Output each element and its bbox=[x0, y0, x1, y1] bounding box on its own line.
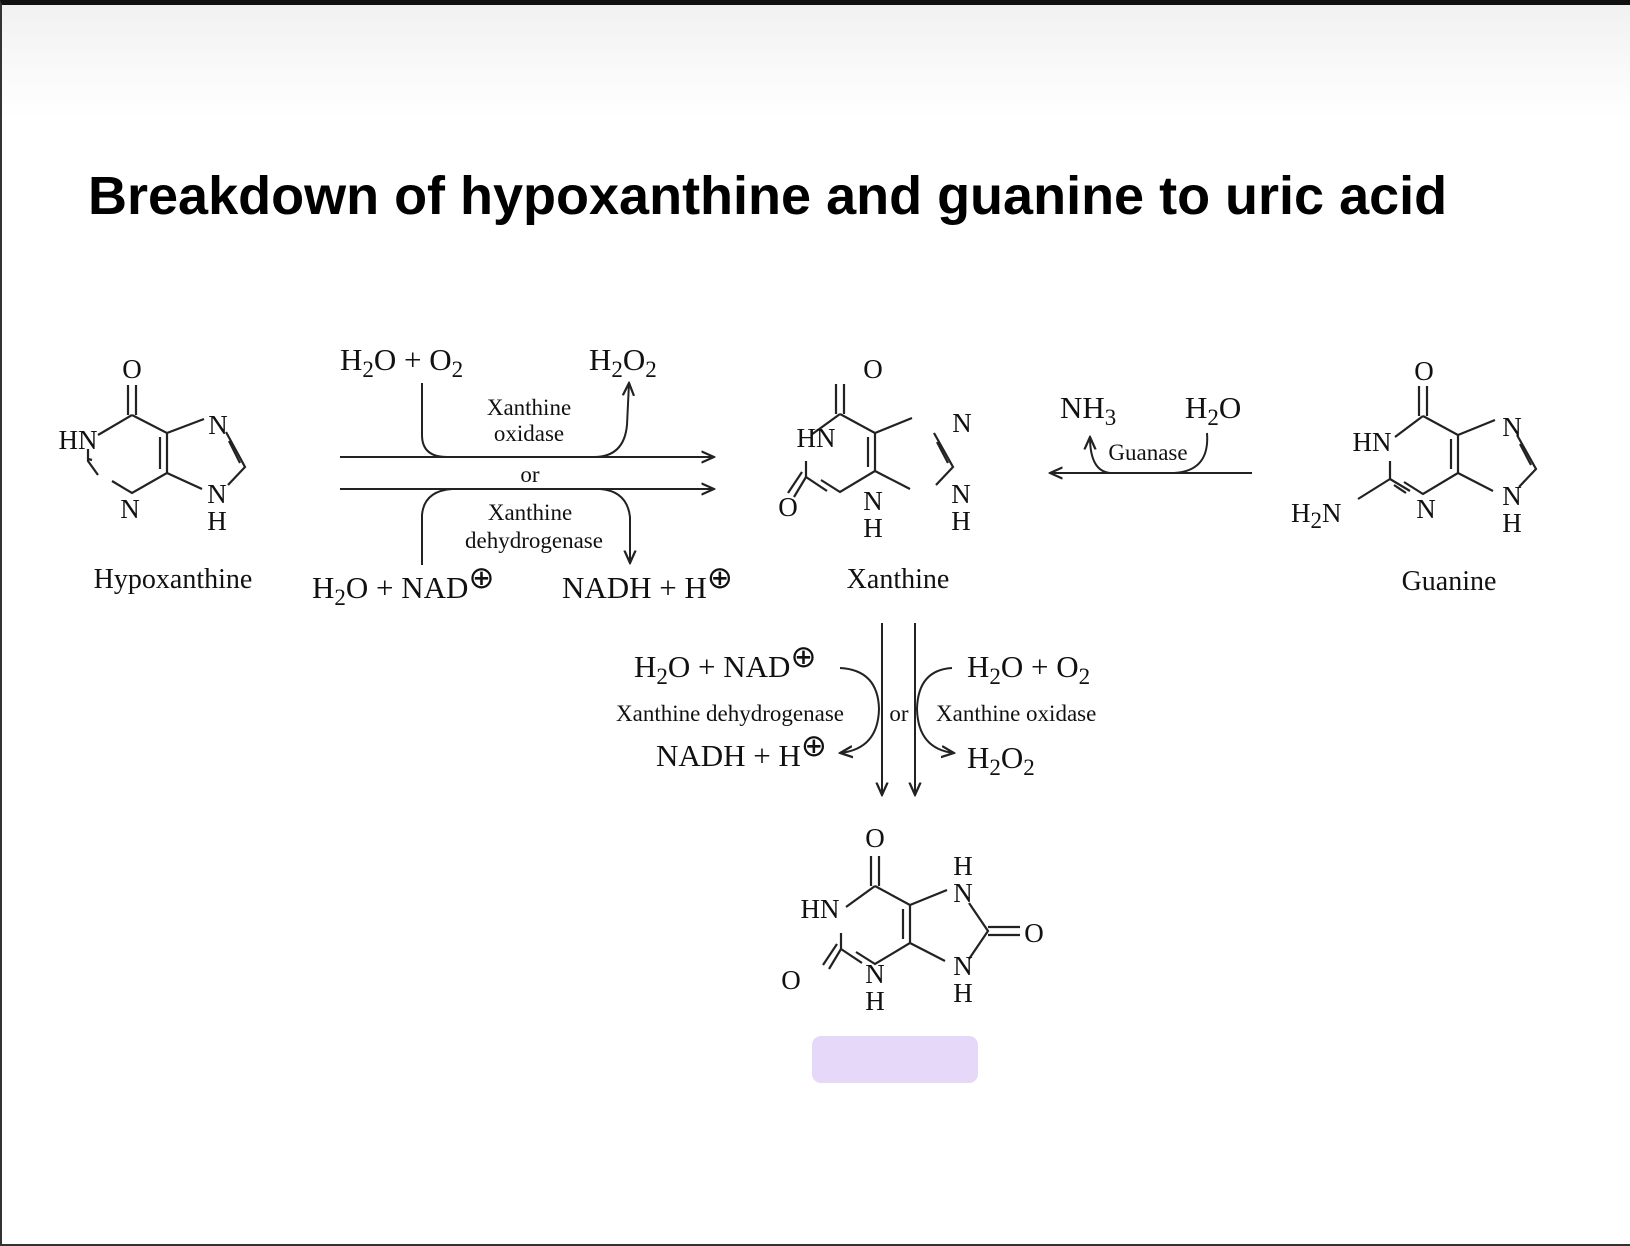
atom-label: HN bbox=[797, 423, 836, 453]
uric-acid-structure: O HN O N H H N N H O bbox=[781, 823, 1044, 1016]
atom-label: HN bbox=[59, 425, 98, 455]
atom-label: O bbox=[1024, 918, 1044, 948]
reactant-h2o-o2: H2O + O2 bbox=[340, 342, 463, 382]
lower-reactant-h2o-o2: H2O + O2 bbox=[967, 649, 1090, 689]
atom-label: N bbox=[208, 410, 228, 440]
atom-label: O bbox=[863, 354, 883, 384]
guanine-structure: O HN H2N N N N H Guanine bbox=[1291, 356, 1538, 597]
lower-product-nadh-h: NADH + H⊕ bbox=[656, 728, 827, 773]
atom-label: N bbox=[1416, 494, 1436, 524]
lower-enzyme-xanthine-oxidase: Xanthine oxidase bbox=[936, 701, 1096, 726]
enzyme-xanthine-dehydrogenase-line1: Xanthine bbox=[488, 500, 572, 525]
reactant-h2o: H2O bbox=[1185, 390, 1241, 430]
lower-reaction: H2O + NAD⊕ Xanthine dehydrogenase NADH +… bbox=[616, 623, 1096, 795]
atom-label: H bbox=[1502, 508, 1522, 538]
atom-label: N bbox=[120, 494, 140, 524]
enzyme-xanthine-dehydrogenase-line2: dehydrogenase bbox=[465, 528, 603, 553]
lower-enzyme-xanthine-dehydrogenase: Xanthine dehydrogenase bbox=[616, 701, 844, 726]
lower-reactant-h2o-nad: H2O + NAD⊕ bbox=[634, 639, 816, 689]
slide-title: Breakdown of hypoxanthine and guanine to… bbox=[88, 166, 1448, 226]
atom-label: O bbox=[778, 492, 798, 522]
guanine-label: Guanine bbox=[1402, 566, 1497, 597]
atom-label: N bbox=[1502, 412, 1522, 442]
top-reaction: H2O + O2 H2O2 Xanthine oxidase or Xanthi… bbox=[312, 342, 733, 610]
xanthine-structure: O HN O N H N N H Xanthine bbox=[778, 354, 972, 595]
atom-label: HN bbox=[801, 894, 840, 924]
atom-label: N bbox=[953, 951, 973, 981]
atom-label: N bbox=[865, 959, 885, 989]
atom-label: O bbox=[865, 823, 885, 853]
atom-label: O bbox=[1414, 356, 1434, 386]
atom-label: H bbox=[207, 506, 227, 536]
product-nh3: NH3 bbox=[1060, 390, 1116, 430]
atom-label: N bbox=[953, 878, 973, 908]
atom-label: N bbox=[863, 486, 883, 516]
atom-label: H bbox=[953, 978, 973, 1008]
product-h2o2: H2O2 bbox=[589, 342, 657, 382]
atom-label-h2n: H2N bbox=[1291, 498, 1342, 533]
hypoxanthine-label: Hypoxanthine bbox=[94, 564, 253, 595]
atom-label: O bbox=[122, 354, 142, 384]
product-nadh-h: NADH + H⊕ bbox=[562, 560, 733, 605]
atom-label: N bbox=[207, 479, 227, 509]
lower-product-h2o2: H2O2 bbox=[967, 740, 1035, 780]
enzyme-xanthine-oxidase-line2: oxidase bbox=[494, 421, 564, 446]
atom-label: H bbox=[865, 986, 885, 1016]
atom-label: HN bbox=[1353, 427, 1392, 457]
enzyme-xanthine-oxidase-line1: Xanthine bbox=[487, 395, 571, 420]
guanase-reaction: NH3 H2O Guanase bbox=[1050, 390, 1252, 473]
atom-label: O bbox=[781, 965, 801, 995]
atom-label: N bbox=[952, 408, 972, 438]
uric-acid-label-placeholder[interactable] bbox=[812, 1036, 978, 1083]
atom-label: H bbox=[863, 513, 883, 543]
xanthine-label: Xanthine bbox=[847, 564, 950, 595]
atom-label: H bbox=[953, 851, 973, 881]
atom-label: H bbox=[951, 506, 971, 536]
reactant-h2o-nad: H2O + NAD⊕ bbox=[312, 560, 494, 610]
atom-label: N bbox=[951, 479, 971, 509]
enzyme-guanase: Guanase bbox=[1108, 440, 1187, 465]
hypoxanthine-structure: O HN N N N H Hypoxanthine bbox=[59, 354, 253, 595]
or-label: or bbox=[520, 462, 540, 487]
atom-label: N bbox=[1502, 481, 1522, 511]
reaction-pathway-diagram: O HN N N N H Hypoxanthine H2O + O2 H2O2 … bbox=[59, 342, 1538, 1016]
lower-or-label: or bbox=[889, 701, 909, 726]
